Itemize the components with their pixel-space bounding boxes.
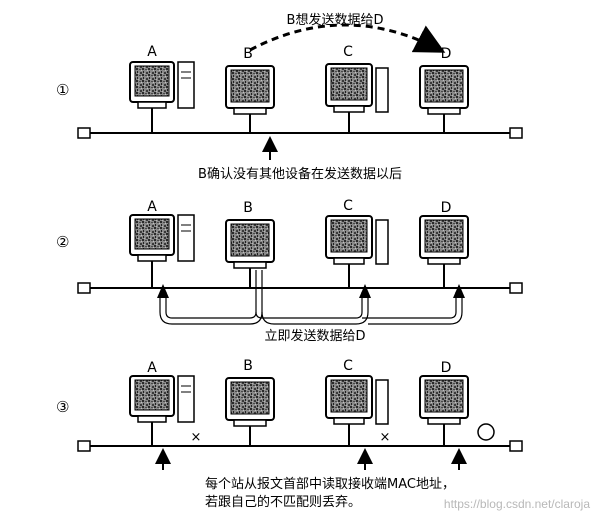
panel-3-caption-line2: 若跟自己的不匹配则丢弃。 <box>205 494 361 510</box>
bus-terminator-right <box>509 127 523 139</box>
panel-2-caption: 立即发送数据给D <box>264 328 365 344</box>
computer-a <box>129 61 195 133</box>
computer-label-d: D <box>441 200 452 216</box>
send-intent-arrow <box>249 23 446 53</box>
arrow-to-a <box>157 284 169 298</box>
watermark: https://blog.csdn.net/claroja <box>444 497 590 511</box>
computer-label-b: B <box>243 358 253 374</box>
computer-b <box>225 219 275 288</box>
computer-c <box>325 63 389 133</box>
send-intent-label: B想发送数据给D <box>287 12 384 28</box>
computer-label-c: C <box>343 358 353 374</box>
computer-b <box>225 377 275 446</box>
computer-label-c: C <box>343 198 353 214</box>
accept-mark-d <box>477 423 495 441</box>
computer-label-a: A <box>147 44 157 60</box>
signal-propagation-path <box>159 270 463 325</box>
panel-1-caption: B确认没有其他设备在发送数据以后 <box>198 166 402 182</box>
step-number: ① <box>56 81 69 99</box>
step-number: ② <box>56 233 69 251</box>
computer-a <box>129 375 195 446</box>
panel-2: ② A B C <box>56 198 523 344</box>
computer-b <box>225 65 275 133</box>
bus-terminator-right <box>509 282 523 294</box>
computer-label-d: D <box>441 46 452 62</box>
computer-label-a: A <box>147 360 157 376</box>
computer-label-c: C <box>343 44 353 60</box>
arrow-to-d <box>453 284 465 298</box>
computer-label-b: B <box>243 200 253 216</box>
computer-label-b: B <box>243 46 253 62</box>
computer-c <box>325 215 389 288</box>
bus-terminator-left <box>77 282 91 294</box>
computer-a <box>129 214 195 288</box>
computer-d <box>419 215 469 288</box>
computer-label-d: D <box>441 360 452 376</box>
panel-3-caption-line1: 每个站从报文首部中读取接收端MAC地址， <box>205 476 455 492</box>
panel-3: ③ A B C <box>56 358 523 510</box>
computer-d <box>419 375 469 446</box>
bus-terminator-left <box>77 440 91 452</box>
computer-c <box>325 375 389 446</box>
bus-terminator-right <box>509 440 523 452</box>
reject-mark-a: × <box>191 430 202 445</box>
panel-1: ① B想发送数据给D A B <box>56 12 523 182</box>
computer-label-a: A <box>147 199 157 215</box>
arrow-to-c <box>359 284 371 298</box>
step-number: ③ <box>56 398 69 416</box>
bus-terminator-left <box>77 127 91 139</box>
computer-d <box>419 65 469 133</box>
reject-mark-c: × <box>380 430 391 445</box>
